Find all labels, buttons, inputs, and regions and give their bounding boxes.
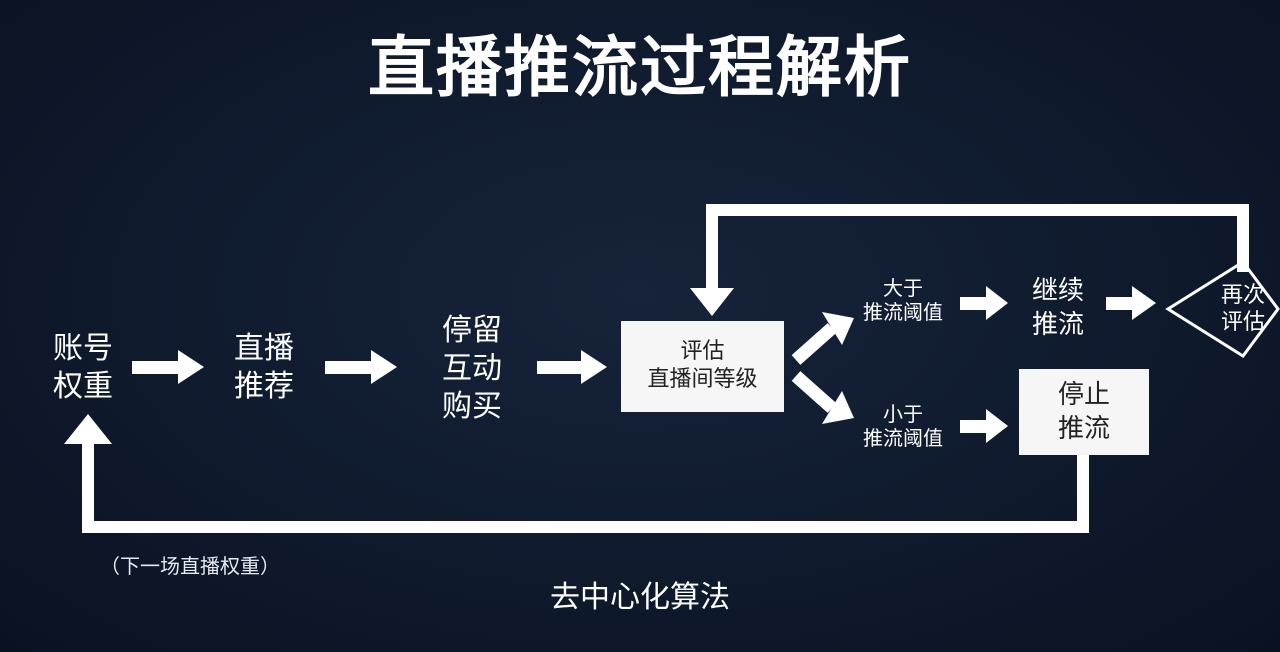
node-continue-push: 继续 推流 [998,274,1118,342]
arrow-1 [132,350,204,384]
node-live-recommend: 直播 推荐 [204,330,324,406]
node-continue-push-line1: 继续 [1031,276,1084,306]
footer-caption: 去中心化算法 [550,580,730,615]
arrow-2 [325,350,397,384]
node-below-threshold-line1: 小于 [883,402,923,426]
feedback-loop-top-arrowhead [690,288,734,316]
arrow-continue-to-reeval [1106,286,1156,320]
feedback-loop-bottom [82,440,1089,533]
arrow-below-to-stop [960,409,1008,443]
node-account-weight: 账号 权重 [23,330,143,406]
node-account-weight-line1: 账号 [53,331,113,366]
node-evaluate-line2: 直播间等级 [647,367,758,392]
branch-down-arrow [791,371,854,424]
arrow-above-to-continue [960,286,1008,320]
node-above-threshold: 大于 推流阈值 [848,276,958,324]
feedback-loop-top [706,204,1249,292]
arrow-3 [537,350,607,384]
node-engagement-line2: 互动 [442,351,502,386]
page-title: 直播推流过程解析 [368,29,912,106]
node-evaluate-box: 评估 直播间等级 [621,321,784,412]
node-below-threshold-line2: 推流阈值 [863,426,943,450]
node-live-recommend-line2: 推荐 [234,369,294,404]
node-re-evaluate: 再次 评估 [1198,282,1280,336]
node-stop-push-box: 停止 推流 [1019,369,1149,455]
node-engagement-line1: 停留 [442,313,502,348]
feedback-loop-bottom-arrowhead [64,414,112,444]
node-above-threshold-line1: 大于 [883,276,923,300]
re-evaluate-diamond [1165,259,1280,359]
node-above-threshold-line2: 推流阈值 [863,300,943,324]
node-re-evaluate-line2: 评估 [1220,310,1265,335]
loop-note: （下一场直播权重） [100,554,280,578]
node-engagement-line3: 购买 [442,389,502,424]
node-stop-push-line1: 停止 [1057,380,1110,410]
node-re-evaluate-line1: 再次 [1220,283,1265,308]
node-stop-push-line2: 推流 [1057,414,1110,444]
node-live-recommend-line1: 直播 [234,331,294,366]
node-evaluate-line1: 评估 [680,339,725,364]
branch-up-arrow [791,312,854,365]
node-below-threshold: 小于 推流阈值 [848,402,958,450]
node-engagement: 停留 互动 购买 [412,312,532,426]
node-continue-push-line2: 推流 [1031,310,1084,340]
node-account-weight-line2: 权重 [53,369,113,404]
